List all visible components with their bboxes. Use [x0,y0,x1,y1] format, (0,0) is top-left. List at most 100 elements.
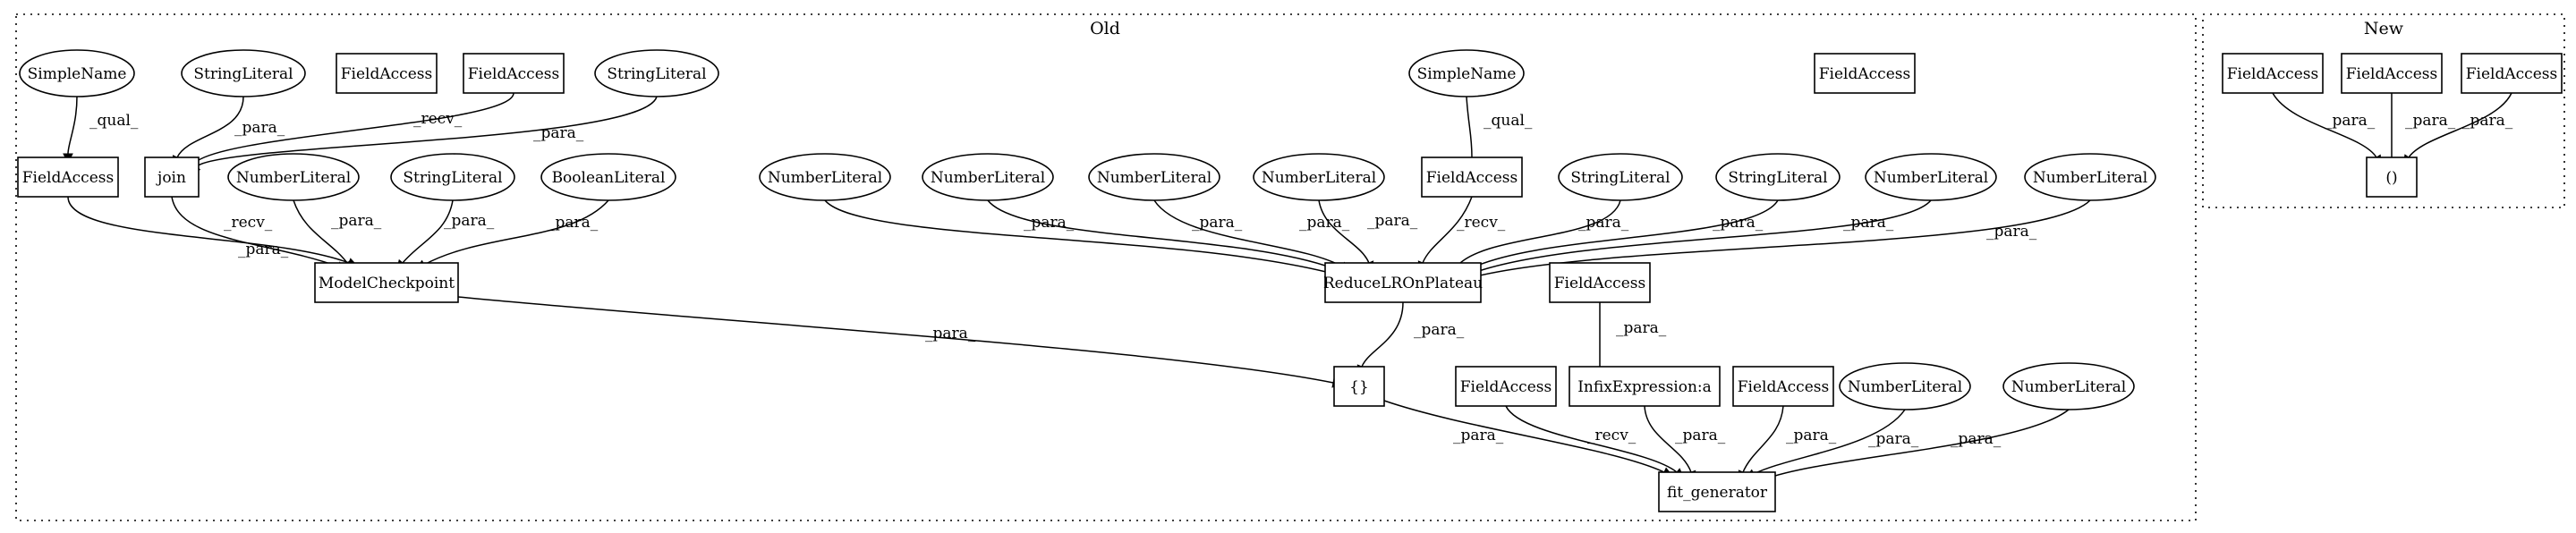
node-o_nl3[interactable]: NumberLiteral [922,153,1054,201]
node-n_fa2[interactable]: FieldAccess [2341,53,2443,94]
node-o_fa5[interactable]: FieldAccess [1814,53,1916,94]
edge-label: _para_ [444,212,495,230]
node-o_fit[interactable]: fit_generator [1658,471,1776,512]
node-label: fit_generator [1667,484,1768,502]
clusters: Old New [15,13,2565,521]
edge-label: _para_ [1578,214,1629,232]
node-ellipse [1408,49,1525,97]
edge-line [1475,199,1932,273]
node-o_nl4[interactable]: NumberLiteral [1088,153,1220,201]
node-n_paren[interactable]: () [2366,157,2418,198]
node-o_fa7[interactable]: FieldAccess [1455,366,1557,407]
edge-label: _recv_ [413,110,463,128]
node-o_fa3[interactable]: FieldAccess [17,157,119,198]
node-o_fa4[interactable]: FieldAccess [1421,157,1523,198]
node-o_sn2[interactable]: SimpleName [1408,49,1525,97]
edge-line [824,199,1327,273]
edge-label: _para_ [925,325,976,343]
node-o_sl1[interactable]: StringLiteral [181,49,306,97]
node-n_fa1[interactable]: FieldAccess [2222,53,2324,94]
edge-o_join-to-o_mc: _para_ [171,196,348,272]
node-label: NumberLiteral [1874,169,1988,187]
node-o_nl2[interactable]: NumberLiteral [759,153,891,201]
node-label: NumberLiteral [931,169,1045,187]
cluster-old-title: Old [1090,19,1120,38]
edge-line [293,199,348,264]
node-ellipse [227,153,360,201]
node-box [2341,53,2443,94]
edge-label: _para_ [1299,214,1350,232]
node-o_list[interactable]: {} [1333,366,1385,407]
node-ellipse [1558,153,1683,201]
node-o_nl1[interactable]: NumberLiteral [227,153,360,201]
node-ellipse [1253,153,1385,201]
node-box [1732,366,1834,407]
cluster-old-border [15,13,2197,521]
node-n_fa3[interactable]: FieldAccess [2461,53,2563,94]
node-label: FieldAccess [1819,65,1910,83]
node-label: NumberLiteral [1262,169,1376,187]
node-label: FieldAccess [2346,65,2437,83]
node-label: SimpleName [28,65,127,83]
node-label: NumberLiteral [236,169,351,187]
node-box [336,53,438,94]
node-o_fa8[interactable]: FieldAccess [1732,366,1834,407]
node-ellipse [2024,153,2156,201]
node-label: FieldAccess [1738,378,1829,396]
node-o_fa6[interactable]: FieldAccess [1549,262,1651,303]
node-o_infix[interactable]: InfixExpression:a [1569,366,1721,407]
node-box [1455,366,1557,407]
node-box [17,157,119,198]
node-label: StringLiteral [1728,169,1827,187]
node-ellipse [1088,153,1220,201]
node-label: BooleanLiteral [552,169,666,187]
node-o_fa1[interactable]: FieldAccess [336,53,438,94]
node-label: NumberLiteral [1848,378,1962,396]
edge-n_fa2-to-n_paren: _para_ [2386,93,2456,168]
edge-label: _qual_ [89,112,139,130]
edge-line [1644,405,1692,473]
edge-label: _recv_ [224,214,273,232]
node-label: join [156,169,186,187]
node-o_nl7[interactable]: NumberLiteral [2024,153,2156,201]
node-box [1333,366,1385,407]
node-o_sl4[interactable]: StringLiteral [1558,153,1683,201]
edge-line [196,96,658,167]
node-label: NumberLiteral [1097,169,1211,187]
edge-label: _para_ [234,119,285,137]
node-o_nl5[interactable]: NumberLiteral [1253,153,1385,201]
node-o_bl[interactable]: BooleanLiteral [540,153,676,201]
cluster-new: New [2202,13,2565,208]
node-o_nl8[interactable]: NumberLiteral [1839,362,1971,410]
edge-label: _para_ [331,212,382,230]
node-box [1658,471,1776,512]
node-o_nl6[interactable]: NumberLiteral [1865,153,1997,201]
edge-label: _para_ [238,241,289,258]
node-o_nl9[interactable]: NumberLiteral [2002,362,2135,410]
edge-label: _para_ [533,124,584,142]
edge-label: _para_ [1713,214,1764,232]
edge-line [67,196,350,264]
node-o_sn1[interactable]: SimpleName [19,49,135,97]
edge-label: _para_ [1024,214,1075,232]
edge-line [1505,405,1678,473]
node-label: StringLiteral [403,169,502,187]
node-box [314,262,459,303]
edge-line [1318,199,1370,264]
node-label: () [2385,169,2397,187]
node-o_rlr[interactable]: ReduceLROnPlateau [1323,262,1483,303]
edge-label: _para_ [1453,427,1504,444]
node-o_join[interactable]: join [144,157,200,198]
edge-line [67,96,78,155]
node-o_sl3[interactable]: StringLiteral [390,153,515,201]
node-o_sl5[interactable]: StringLiteral [1715,153,1841,201]
node-ellipse [2002,362,2135,410]
node-o_sl2[interactable]: StringLiteral [594,49,719,97]
node-o_mc[interactable]: ModelCheckpoint [314,262,459,303]
edge-line [1742,405,1784,473]
node-box [1324,262,1482,303]
node-ellipse [594,49,719,97]
node-o_fa2[interactable]: FieldAccess [463,53,565,94]
edge-label: _para_ [1414,321,1465,339]
node-ellipse [759,153,891,201]
